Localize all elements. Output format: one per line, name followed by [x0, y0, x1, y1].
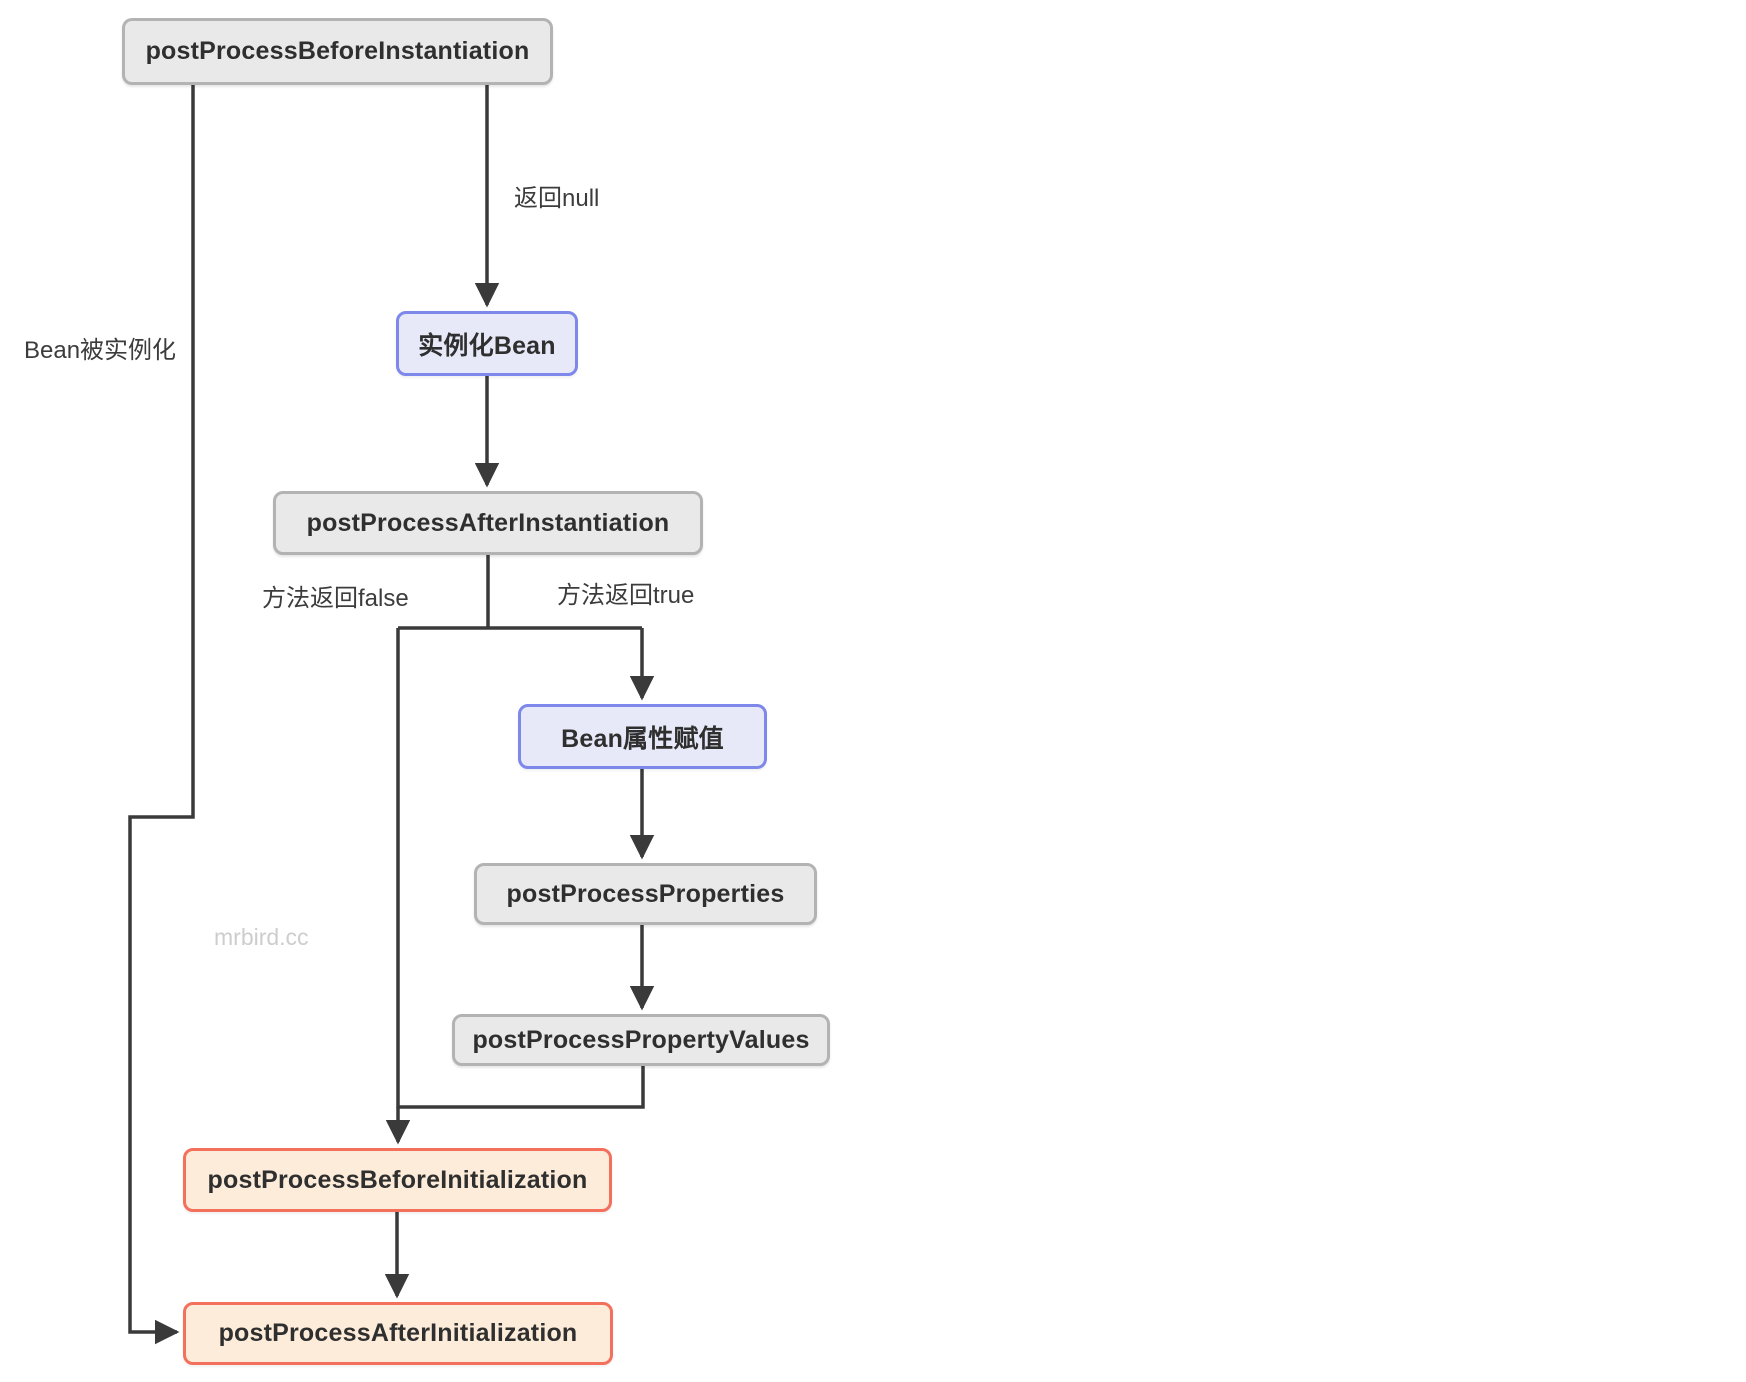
edge-label-return-null: 返回null	[514, 185, 600, 212]
node-postProcessBeforeInitialization: postProcessBeforeInitialization	[183, 1148, 612, 1212]
node-postProcessAfterInitialization: postProcessAfterInitialization	[183, 1302, 613, 1365]
edge-postProcessPropertyValues-join	[398, 1066, 645, 1109]
node-postProcessPropertyValues: postProcessPropertyValues	[452, 1014, 830, 1066]
node-postProcessBeforeInstantiation: postProcessBeforeInstantiation	[122, 18, 553, 85]
edge-label-bean-instantiated: Bean被实例化	[24, 337, 177, 364]
watermark: mrbird.cc	[214, 924, 309, 950]
node-postProcessProperties: postProcessProperties	[474, 863, 817, 925]
node-postProcessAfterInstantiation: postProcessAfterInstantiation	[273, 491, 703, 555]
edge-label-method-returns-false: 方法返回false	[262, 585, 409, 612]
node-instantiate-bean: 实例化Bean	[396, 311, 578, 376]
node-bean-property-assignment: Bean属性赋值	[518, 704, 767, 769]
edge-label-method-returns-true: 方法返回true	[557, 582, 695, 609]
edge-bean-instantiated-long-path	[128, 85, 195, 1345]
